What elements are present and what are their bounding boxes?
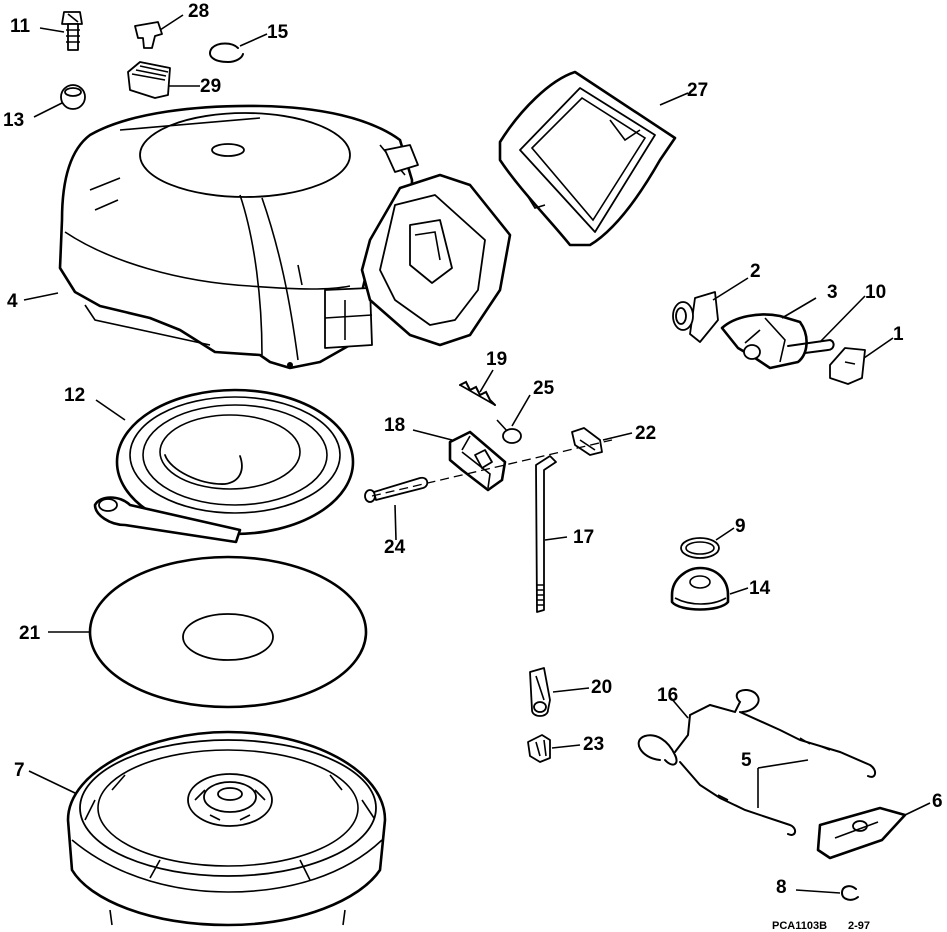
leader-lines xyxy=(23,14,931,894)
callout-1: 1 xyxy=(893,324,904,345)
part-4-starter-housing xyxy=(58,104,512,370)
part-16-wire-link xyxy=(637,689,760,766)
callout-12: 12 xyxy=(64,385,85,406)
part-20-link xyxy=(529,667,551,717)
part-19-spring xyxy=(459,380,496,406)
part-21-plate xyxy=(88,555,368,709)
part-28-clip xyxy=(134,21,163,49)
callout-25: 25 xyxy=(533,378,555,399)
callout-21: 21 xyxy=(19,623,41,644)
callout-24: 24 xyxy=(384,537,406,558)
callout-7: 7 xyxy=(14,760,25,781)
callout-4: 4 xyxy=(7,291,18,312)
part-14-cap xyxy=(670,566,730,611)
callout-5: 5 xyxy=(741,750,752,771)
callout-22: 22 xyxy=(635,423,656,444)
part-10-rope-anchor xyxy=(787,338,835,354)
callout-16: 16 xyxy=(657,685,678,706)
callout-15: 15 xyxy=(267,22,289,43)
callout-10: 10 xyxy=(865,282,886,303)
part-6-lever xyxy=(816,806,907,860)
callout-29: 29 xyxy=(200,76,221,97)
callout-13: 13 xyxy=(3,110,24,131)
part-2-grommet xyxy=(672,291,719,343)
part-9-o-ring xyxy=(680,537,720,559)
part-25-pin xyxy=(496,419,522,444)
part-27-frame xyxy=(498,70,677,247)
figure-footer: PCA1103B 2-97 xyxy=(772,920,870,932)
callout-11: 11 xyxy=(10,16,31,37)
part-7-pulley xyxy=(66,730,387,927)
figure-date: 2-97 xyxy=(848,920,870,932)
callout-20: 20 xyxy=(591,677,612,698)
callout-23: 23 xyxy=(583,734,604,755)
callout-27: 27 xyxy=(687,80,708,101)
part-11-screw xyxy=(61,11,83,51)
callout-labels: 11 28 15 13 29 4 27 2 3 10 1 12 19 25 18… xyxy=(3,1,943,898)
callout-17: 17 xyxy=(573,527,594,548)
callout-19: 19 xyxy=(486,349,507,370)
callout-3: 3 xyxy=(827,282,838,303)
callout-8: 8 xyxy=(776,877,787,898)
callout-9: 9 xyxy=(735,516,746,537)
part-22-link xyxy=(571,427,603,456)
callout-6: 6 xyxy=(932,791,943,812)
part-13-bushing xyxy=(60,84,86,110)
part-18-lockout-lever xyxy=(448,430,507,492)
part-1-clip xyxy=(829,347,866,385)
callout-2: 2 xyxy=(750,261,761,282)
part-17-rod xyxy=(535,455,557,613)
part-12-rewind-spring xyxy=(93,388,355,544)
part-23-clip xyxy=(527,734,551,763)
part-24-pin xyxy=(364,476,429,503)
callout-18: 18 xyxy=(384,415,405,436)
part-15-retaining-ring xyxy=(209,42,244,64)
part-3-handle xyxy=(720,313,808,370)
part-5-springs xyxy=(679,711,876,836)
figure-code: PCA1103B xyxy=(772,920,827,932)
part-8-e-clip xyxy=(840,885,859,901)
callout-14: 14 xyxy=(749,578,771,599)
callout-28: 28 xyxy=(188,1,209,22)
part-29-grommet xyxy=(127,61,171,99)
